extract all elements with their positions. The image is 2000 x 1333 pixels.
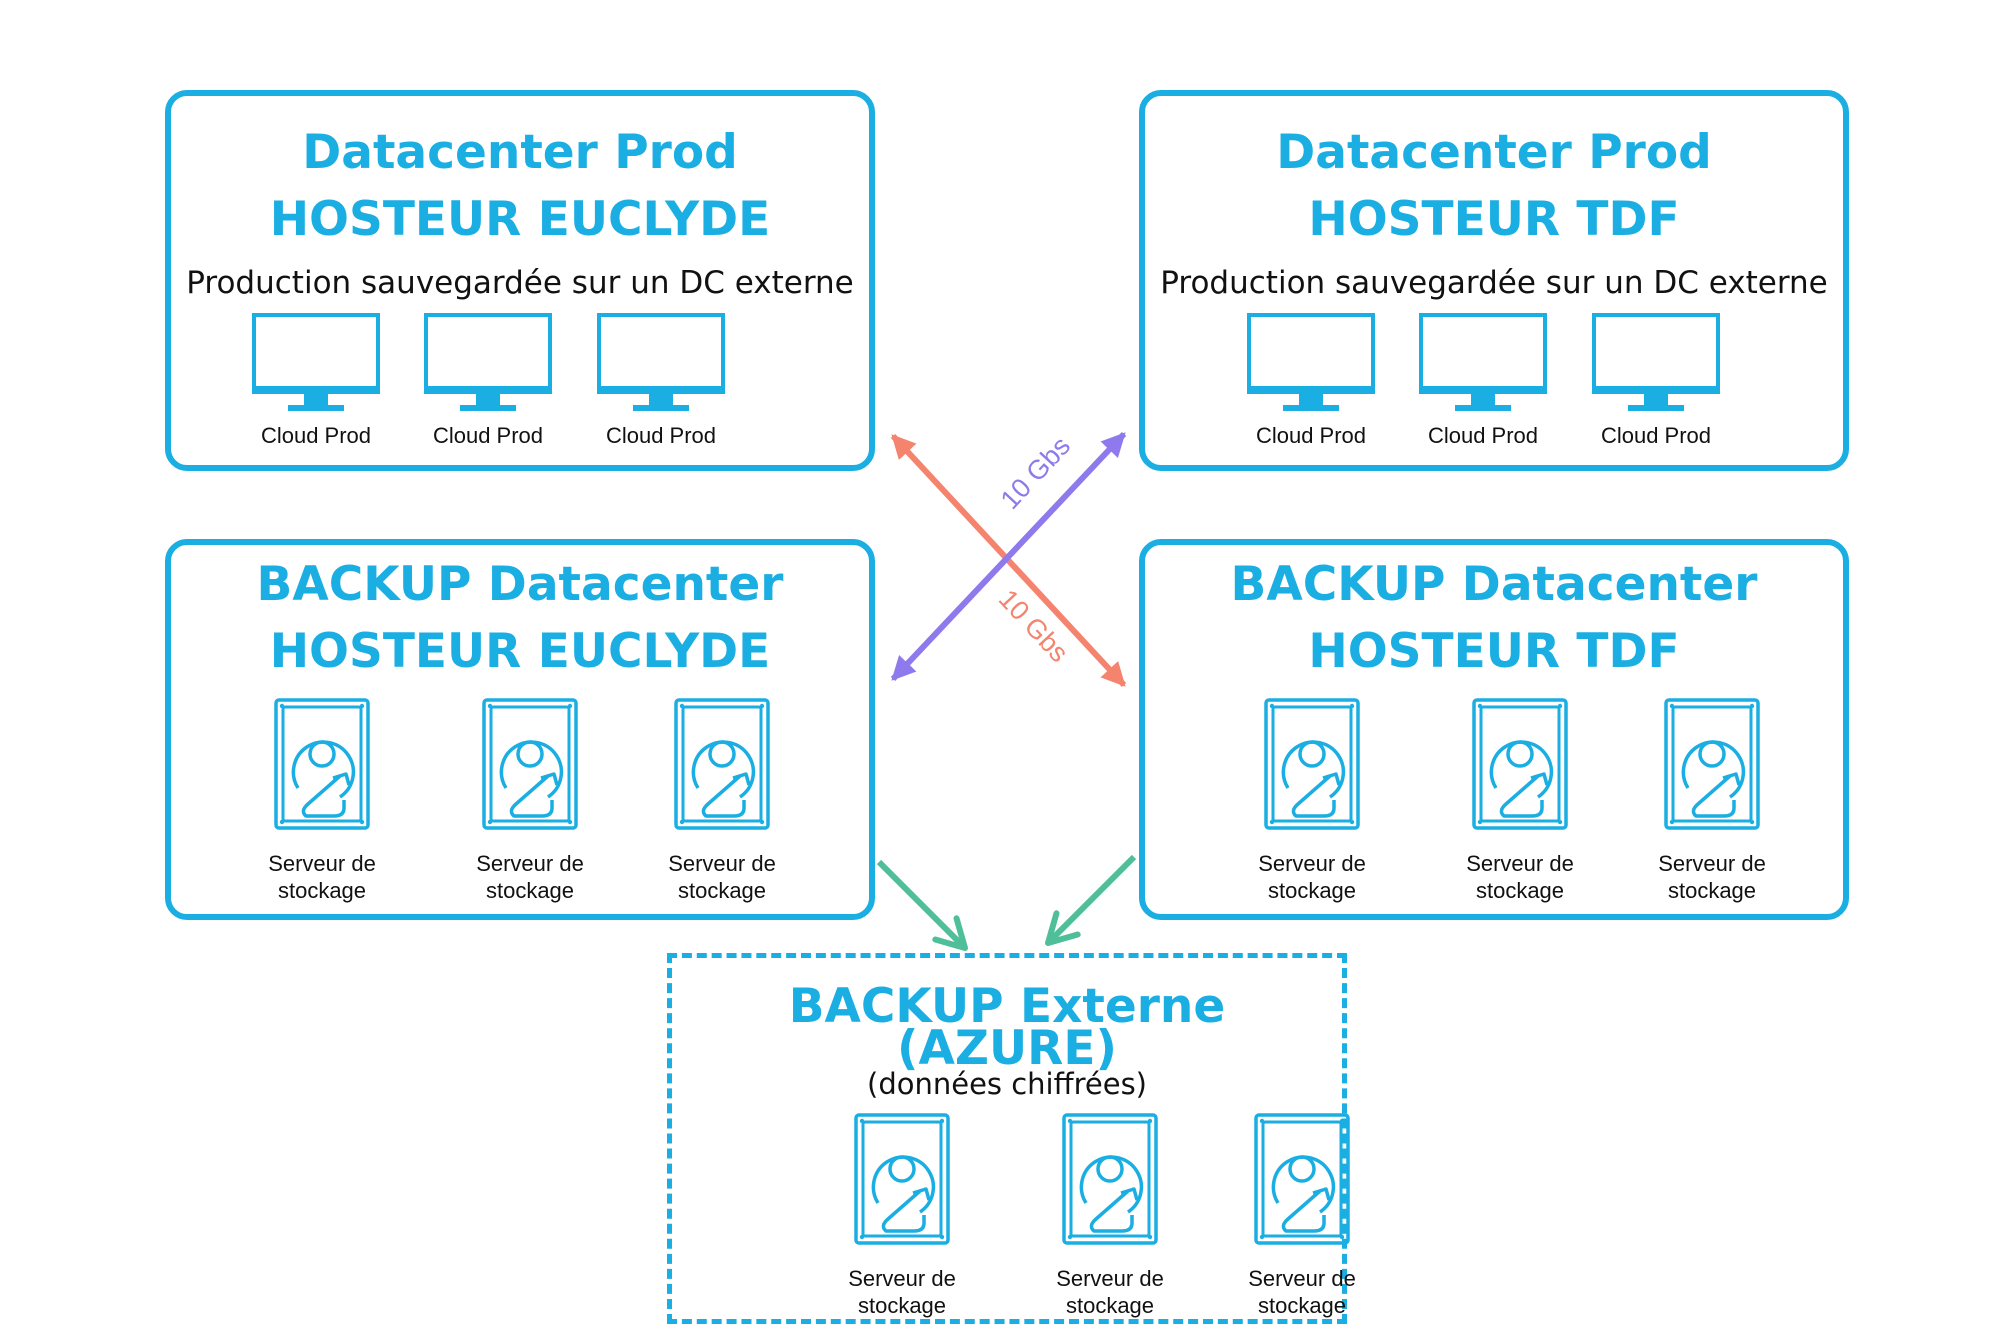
monitor-icon [423, 312, 553, 418]
purple-link-label: 10 Gbs [995, 431, 1076, 515]
storage-server-label: Serveur de stockage [848, 1266, 956, 1318]
azure-note: (données chiffrées) [867, 1067, 1147, 1101]
monitor-icon [1418, 312, 1548, 418]
hard-drive-icon [1470, 696, 1570, 832]
azure-title: BACKUP Externe [788, 979, 1226, 1034]
azure-backup-box: BACKUP Externe (AZURE) (données chiffrée… [667, 953, 1356, 1324]
storage-server-item: Serveur de stockage [807, 1111, 997, 1319]
monitor-icon [596, 312, 726, 418]
storage-server-label: Serveur de stockage [668, 851, 776, 903]
backup-euclyde-title: BACKUP Datacenter [256, 557, 784, 612]
green-arrow-euclyde [876, 859, 968, 951]
cloud-prod-label: Cloud Prod [1600, 423, 1712, 448]
monitor-icon [1591, 312, 1721, 418]
storage-server-item: Serveur de stockage [1015, 1111, 1205, 1319]
storage-server-label: Serveur de stockage [1658, 851, 1766, 903]
hard-drive-icon [480, 696, 580, 832]
storage-server-label: Serveur de stockage [1466, 851, 1574, 903]
prod-euclyde-subtitle: HOSTEUR EUCLYDE [269, 192, 771, 247]
storage-server-item: Serveur de stockage [435, 696, 625, 904]
prod-tdf-description: Production sauvegardée sur un DC externe [1160, 265, 1828, 301]
cloud-prod-item: Cloud Prod [221, 312, 411, 449]
storage-server-label: Serveur de stockage [1258, 851, 1366, 903]
prod-euclyde-description: Production sauvegardée sur un DC externe [186, 265, 854, 301]
storage-server-label: Serveur de stockage [476, 851, 584, 903]
storage-server-label: Serveur de stockage [268, 851, 376, 903]
hard-drive-icon [672, 696, 772, 832]
backup-tdf-title: BACKUP Datacenter [1230, 557, 1758, 612]
cloud-prod-label: Cloud Prod [1427, 423, 1539, 448]
cloud-prod-item: Cloud Prod [393, 312, 583, 449]
cloud-prod-item: Cloud Prod [1388, 312, 1578, 449]
backup-euclyde-subtitle: HOSTEUR EUCLYDE [269, 624, 771, 679]
hard-drive-icon [1662, 696, 1762, 832]
cloud-prod-label: Cloud Prod [260, 423, 372, 448]
backup-tdf-box: BACKUP Datacenter HOSTEUR TDF Serveur de… [1139, 539, 1849, 920]
backup-euclyde-box: BACKUP Datacenter HOSTEUR EUCLYDE Serveu… [165, 539, 875, 920]
storage-server-item: Serveur de stockage [1217, 696, 1407, 904]
storage-server-label: Serveur de stockage [1248, 1266, 1356, 1318]
cloud-prod-label: Cloud Prod [432, 423, 544, 448]
hard-drive-icon [1060, 1111, 1160, 1247]
prod-tdf-box: Datacenter Prod HOSTEUR TDF Production s… [1139, 90, 1849, 471]
storage-server-item: Serveur de stockage [1617, 696, 1807, 904]
storage-server-label: Serveur de stockage [1056, 1266, 1164, 1318]
prod-tdf-subtitle: HOSTEUR TDF [1308, 192, 1680, 247]
storage-server-item: Serveur de stockage [1425, 696, 1615, 904]
backup-tdf-subtitle: HOSTEUR TDF [1308, 624, 1680, 679]
cloud-prod-item: Cloud Prod [1216, 312, 1406, 449]
salmon-link-label: 10 Gbs [993, 584, 1074, 668]
storage-server-item: Serveur de stockage [1207, 1111, 1397, 1319]
prod-euclyde-box: Datacenter Prod HOSTEUR EUCLYDE Producti… [165, 90, 875, 471]
purple-arrow [890, 431, 1127, 682]
monitor-icon [251, 312, 381, 418]
hard-drive-icon [852, 1111, 952, 1247]
prod-euclyde-title: Datacenter Prod [302, 125, 738, 180]
storage-server-item: Serveur de stockage [227, 696, 417, 904]
hard-drive-icon [1262, 696, 1362, 832]
cloud-prod-label: Cloud Prod [1255, 423, 1367, 448]
hard-drive-icon [272, 696, 372, 832]
cloud-prod-label: Cloud Prod [605, 423, 717, 448]
monitor-icon [1246, 312, 1376, 418]
cloud-prod-item: Cloud Prod [566, 312, 756, 449]
cloud-prod-item: Cloud Prod [1561, 312, 1751, 449]
prod-tdf-title: Datacenter Prod [1276, 125, 1712, 180]
storage-server-item: Serveur de stockage [627, 696, 817, 904]
azure-subtitle: (AZURE) [897, 1021, 1117, 1076]
green-arrow-tdf [1045, 854, 1137, 946]
hard-drive-icon [1252, 1111, 1352, 1247]
